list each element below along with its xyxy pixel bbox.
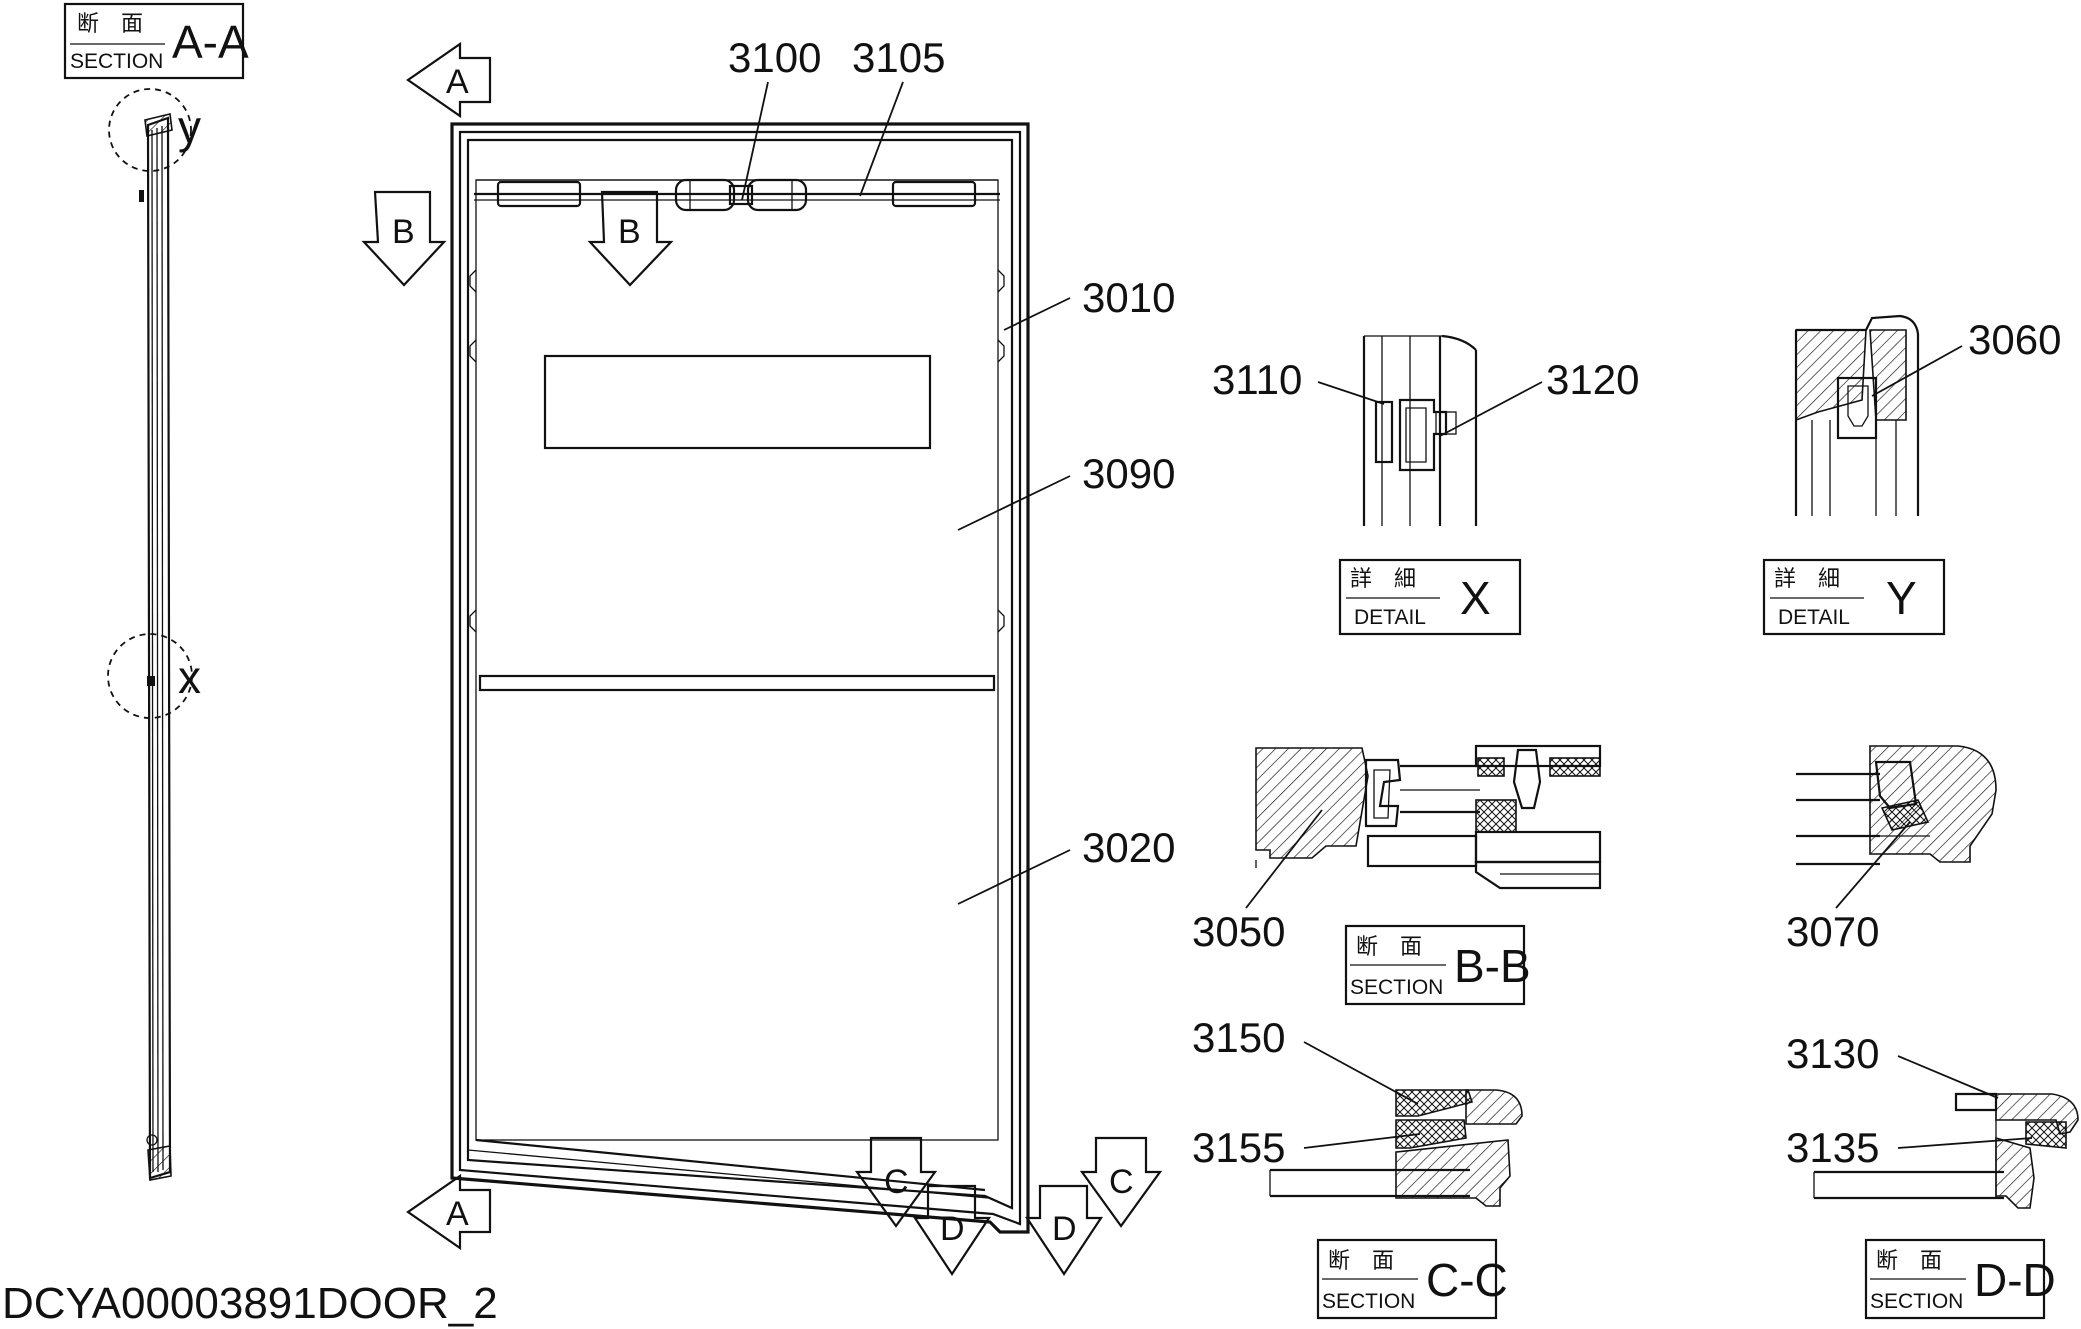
section-cc-label: 断 面 SECTION C-C — [1316, 1238, 1508, 1320]
svg-text:B: B — [618, 213, 641, 251]
detail-y-circle — [108, 88, 192, 172]
section-cc-jp: 断 面 — [1328, 1248, 1394, 1273]
section-cc-drawing — [1269, 1089, 1523, 1207]
middle-rail — [478, 674, 996, 692]
callout-3120: 3120 — [1546, 356, 1639, 403]
side-section-view: y x — [107, 88, 201, 1181]
cut-marker-d-right: D — [1024, 1184, 1104, 1276]
callout-3100: 3100 — [728, 34, 821, 81]
callout-3135: 3135 — [1786, 1124, 1879, 1171]
callout-3105: 3105 — [852, 34, 945, 81]
detail-y-en: DETAIL — [1778, 606, 1850, 629]
callout-3155: 3155 — [1192, 1124, 1285, 1171]
callout-3050: 3050 — [1192, 908, 1285, 955]
detail-x-jp: 詳 細 — [1350, 566, 1416, 591]
section-bb-drawing — [1255, 744, 1602, 890]
fuse-body-left — [674, 178, 736, 212]
section-aa-jp: 断 面 — [77, 11, 143, 36]
section-3070-drawing — [1796, 745, 1997, 866]
detail-y-jp: 詳 細 — [1774, 566, 1840, 591]
cut-marker-b-right: B — [587, 190, 674, 287]
top-heater-bar — [474, 178, 1000, 212]
svg-text:D: D — [940, 1210, 965, 1248]
callout-3110: 3110 — [1212, 356, 1302, 403]
detail-x-en: DETAIL — [1354, 606, 1426, 629]
detail-y-label: 詳 細 DETAIL Y — [1762, 558, 1946, 636]
detail-x-label: 詳 細 DETAIL X — [1338, 558, 1522, 636]
svg-text:B: B — [392, 213, 415, 251]
callout-3010: 3010 — [1082, 274, 1175, 321]
callout-3150: 3150 — [1192, 1014, 1285, 1061]
detail-y-drawing — [1794, 314, 1920, 516]
section-dd-label: 断 面 SECTION D-D — [1864, 1238, 2056, 1320]
section-bb-id: B-B — [1454, 940, 1531, 992]
cut-marker-a-top: A — [406, 41, 492, 119]
section-dd-id: D-D — [1974, 1254, 2056, 1306]
section-cc-id: C-C — [1426, 1254, 1508, 1306]
section-aa-id: A-A — [172, 16, 249, 68]
callout-3090: 3090 — [1082, 450, 1175, 497]
section-dd-jp: 断 面 — [1876, 1248, 1942, 1273]
detail-x-circle — [107, 633, 193, 719]
section-bb-jp: 断 面 — [1356, 934, 1422, 959]
callout-3060: 3060 — [1968, 316, 2061, 363]
detail-x-tag: x — [178, 651, 201, 703]
side-marker-upper — [139, 190, 144, 202]
svg-text:A: A — [446, 1195, 469, 1233]
section-bb-en: SECTION — [1350, 976, 1443, 999]
side-marker-lower — [147, 676, 155, 686]
display-window — [543, 354, 932, 450]
detail-y-id: Y — [1886, 572, 1917, 624]
section-aa-en: SECTION — [70, 50, 163, 73]
section-dd-drawing — [1813, 1092, 2079, 1209]
cut-marker-c-right: C — [1079, 1136, 1163, 1228]
callout-3130: 3130 — [1786, 1030, 1879, 1077]
section-dd-en: SECTION — [1870, 1290, 1963, 1313]
drawing-id-caption: DCYA00003891DOOR_2 — [2, 1279, 498, 1328]
cut-marker-a-bottom: A — [406, 1173, 492, 1251]
detail-x-drawing — [1362, 334, 1478, 526]
svg-text:C: C — [1109, 1163, 1134, 1201]
section-cc-en: SECTION — [1322, 1290, 1415, 1313]
callout-3020: 3020 — [1082, 824, 1175, 871]
heater-block-left — [496, 180, 582, 208]
door-front-view — [450, 122, 1030, 1234]
cut-marker-b-left: B — [361, 190, 447, 287]
detail-x-id: X — [1460, 572, 1491, 624]
svg-text:A: A — [446, 63, 469, 101]
svg-text:D: D — [1052, 1210, 1077, 1248]
section-bb-label: 断 面 SECTION B-B — [1344, 924, 1531, 1006]
callout-3070: 3070 — [1786, 908, 1879, 955]
section-aa-label: 断 面 SECTION A-A — [63, 2, 249, 80]
detail-y-tag: y — [178, 101, 201, 153]
fuse-body-right — [746, 178, 808, 212]
heater-block-right — [891, 180, 977, 208]
cut-marker-d-left: D — [912, 1184, 992, 1276]
